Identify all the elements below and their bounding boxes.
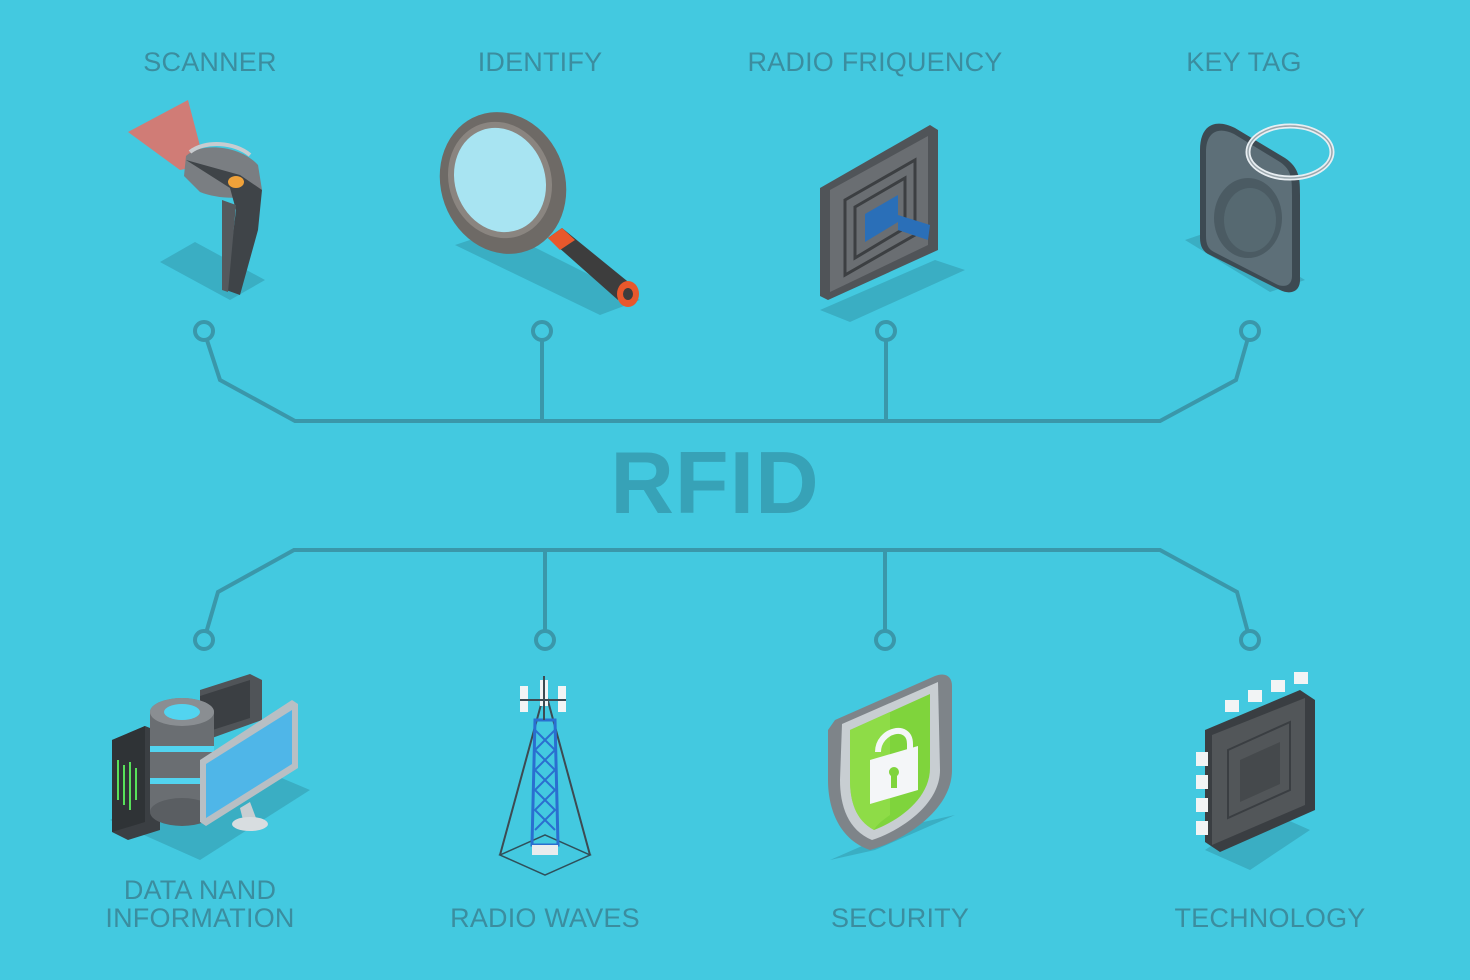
security-shield-icon (828, 674, 955, 860)
label-radio-waves: RADIO WAVES (450, 903, 640, 933)
label-radio-frequency: RADIO FRIQUENCY (747, 47, 1003, 77)
label-key-tag: KEY TAG (1186, 47, 1302, 77)
label-security: SECURITY (830, 903, 970, 933)
rfid-antenna-icon (820, 125, 965, 322)
node-identify (531, 320, 553, 342)
node-radio-waves (534, 629, 556, 651)
magnifying-glass-icon (439, 112, 640, 315)
top-connector-scanner (202, 330, 1252, 423)
label-data-line1: DATA NAND (123, 875, 277, 905)
node-security (874, 629, 896, 651)
barcode-scanner-icon (128, 100, 265, 300)
bottom-connector-data (202, 548, 1252, 641)
node-technology (1239, 629, 1261, 651)
node-key-tag (1239, 320, 1261, 342)
label-identify: IDENTIFY (477, 47, 603, 77)
label-scanner: SCANNER (143, 47, 277, 77)
rfid-title: RFID (610, 433, 820, 532)
node-radio-frequency (875, 320, 897, 342)
microchip-icon (1196, 672, 1315, 870)
label-data-line2: INFORMATION (105, 903, 295, 933)
data-server-icon (110, 674, 310, 860)
node-scanner (193, 320, 215, 342)
node-data (193, 629, 215, 651)
label-technology: TECHNOLOGY (1174, 903, 1366, 933)
radio-tower-icon (498, 676, 592, 876)
key-tag-icon (1185, 123, 1335, 293)
